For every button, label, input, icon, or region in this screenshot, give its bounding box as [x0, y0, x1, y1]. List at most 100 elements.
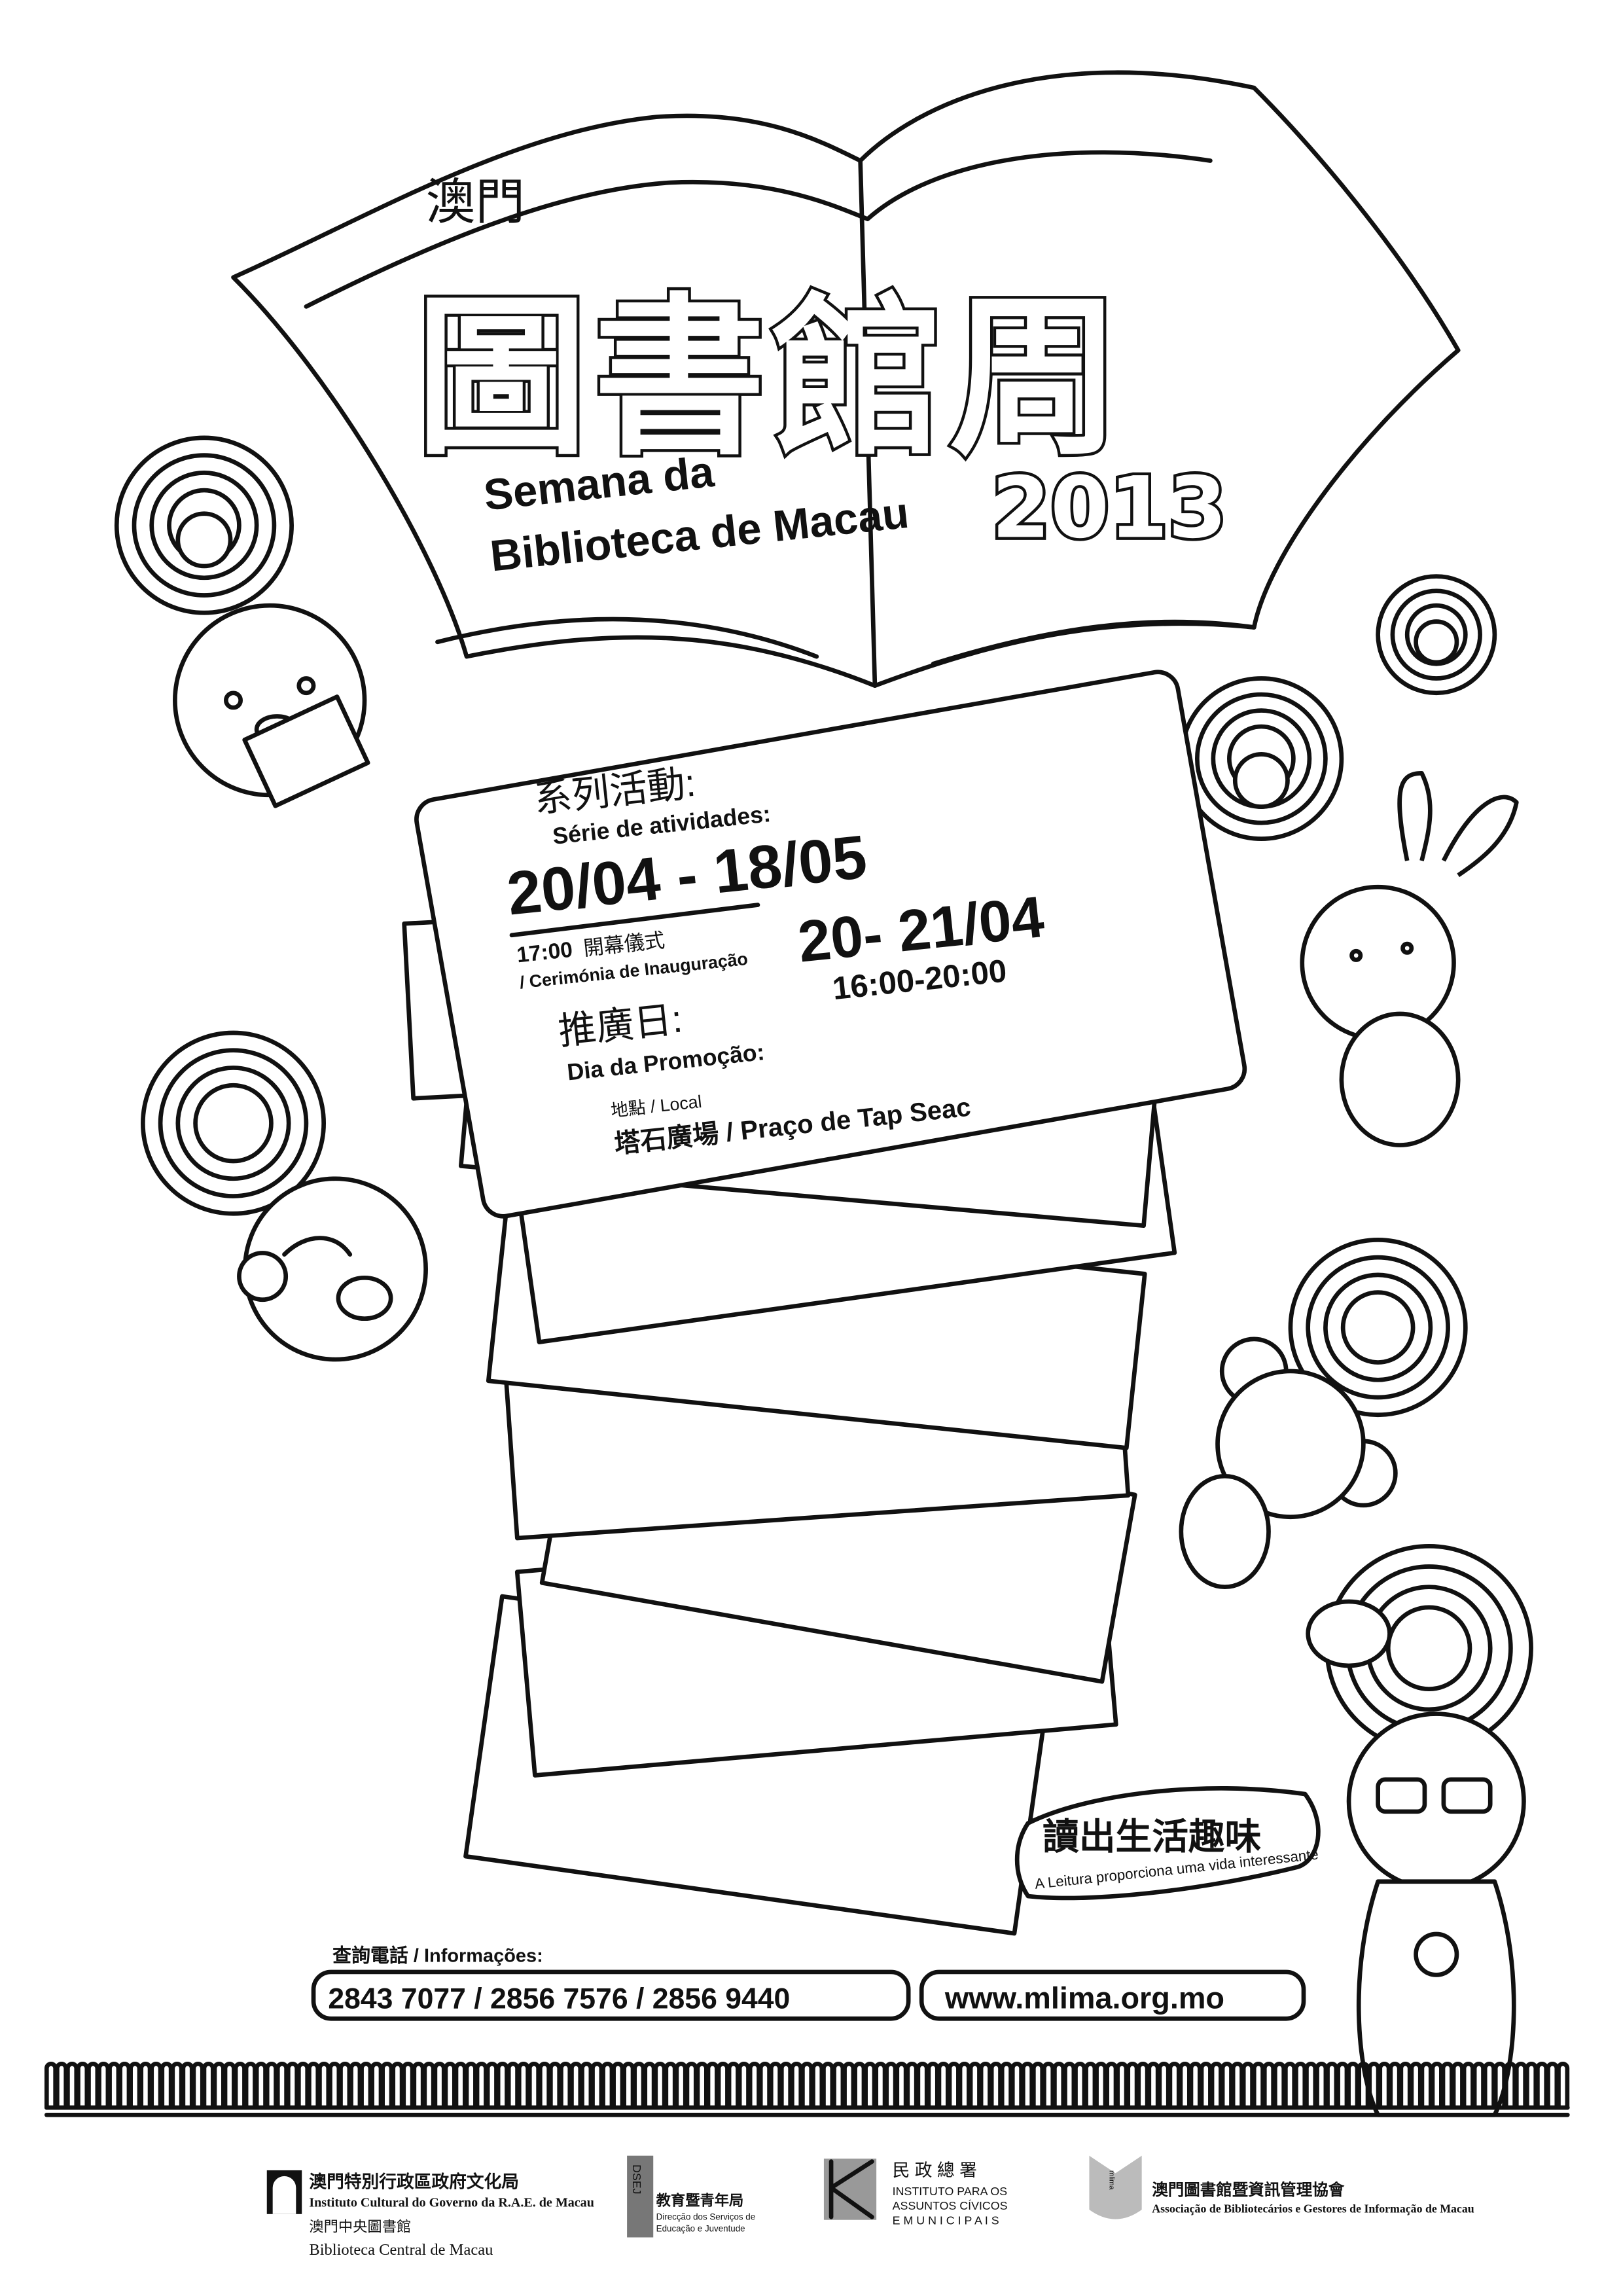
fence-post [412, 2061, 425, 2110]
info-card: 系列活動: Série de atividades: 20/04 - 18/05… [414, 670, 1247, 1219]
fence-post [622, 2061, 635, 2110]
open-book-illustration [231, 70, 1461, 689]
fence-post [632, 2061, 646, 2110]
fence-post [170, 2061, 184, 2110]
svg-text:ASSUNTOS CÍVICOS: ASSUNTOS CÍVICOS [893, 2199, 1008, 2212]
fence-post [338, 2061, 352, 2110]
fence-post [716, 2061, 730, 2110]
fence-post [264, 2061, 278, 2110]
fence-post [779, 2061, 793, 2110]
fence-post [380, 2061, 394, 2110]
fence-post [1126, 2061, 1139, 2110]
svg-text:Direcção dos Serviços de: Direcção dos Serviços de [656, 2212, 755, 2222]
fence-post [307, 2061, 321, 2110]
character-illustrations [173, 511, 1526, 2117]
fence-post [905, 2061, 919, 2110]
fence-post [768, 2061, 782, 2110]
fence-post [559, 2061, 573, 2110]
organizer-mlima: mlima 澳門圖書館暨資訊管理協會 Associação de Bibliot… [1089, 2155, 1474, 2219]
fence-post [107, 2061, 121, 2110]
fence-post [443, 2061, 457, 2110]
fence-post [1546, 2061, 1559, 2110]
svg-text:澳門圖書館暨資訊管理協會: 澳門圖書館暨資訊管理協會 [1152, 2180, 1344, 2199]
fence-post [181, 2061, 194, 2110]
fence-post [527, 2061, 541, 2110]
fence-post [842, 2061, 856, 2110]
organizer-dsej: DSEJ 教育暨青年局 Direcção dos Serviços de Edu… [627, 2155, 755, 2238]
fence-post [800, 2061, 814, 2110]
fence-post [1157, 2061, 1171, 2110]
year: 2013 [991, 459, 1227, 557]
fence-post [1283, 2061, 1297, 2110]
slogan: 讀出生活趣味 A Leitura proporciona uma vida in… [1014, 1786, 1321, 1901]
fence-post [1294, 2061, 1308, 2110]
opening-time: 17:00 [516, 938, 574, 968]
svg-text:mlima: mlima [1108, 2170, 1116, 2190]
svg-text:教育暨青年局: 教育暨青年局 [656, 2191, 744, 2208]
fence-post [1346, 2061, 1360, 2110]
fence-post [474, 2061, 488, 2110]
fence-post [1304, 2061, 1318, 2110]
fence-post [947, 2061, 961, 2110]
fence-post [1556, 2061, 1570, 2110]
website-link[interactable]: www.mlima.org.mo [944, 1981, 1224, 2015]
organizer-iacm: 民 政 總 署 INSTITUTO PARA OS ASSUNTOS CÍVIC… [823, 2159, 1008, 2227]
fence-post [275, 2061, 289, 2110]
fence-post [1272, 2061, 1287, 2110]
fence-post [391, 2061, 404, 2110]
fence-post [285, 2061, 300, 2110]
fence-post [118, 2061, 132, 2110]
svg-text:民 政 總 署: 民 政 總 署 [893, 2161, 977, 2180]
fence-post [643, 2061, 656, 2110]
fence-post [516, 2061, 530, 2110]
macau-label: 澳門 [426, 175, 526, 230]
slogan-cn: 讀出生活趣味 [1043, 1817, 1261, 1857]
fence-post [1220, 2061, 1234, 2110]
website-box [919, 1969, 1306, 2021]
contact-label: 查詢電話 / Informações: [332, 1945, 543, 1966]
title-cn: 圖書館周 [416, 279, 1127, 479]
fence-post [874, 2061, 887, 2110]
fence-post [1094, 2061, 1108, 2110]
fence-post [1315, 2061, 1328, 2110]
fence-post [506, 2061, 520, 2110]
phone-box [311, 1969, 911, 2021]
monkey-character [237, 1176, 428, 1362]
fence-post [695, 2061, 709, 2110]
fence-post [685, 2061, 698, 2110]
fence-post [1209, 2061, 1223, 2110]
fence-post [726, 2061, 740, 2110]
fence-post [401, 2061, 415, 2110]
svg-text:澳門特別行政區政府文化局: 澳門特別行政區政府文化局 [309, 2172, 519, 2192]
fence-post [359, 2061, 373, 2110]
fence-post [76, 2061, 90, 2110]
fence-post [1230, 2061, 1244, 2110]
fence-post [811, 2061, 825, 2110]
fence-post [653, 2061, 667, 2110]
fence-post [989, 2061, 1003, 2110]
fence-post [968, 2061, 982, 2110]
fence-post [1251, 2061, 1265, 2110]
fence-post [1136, 2061, 1150, 2110]
fence-post [790, 2061, 804, 2110]
fence-post [370, 2061, 383, 2110]
fence-post [1020, 2061, 1035, 2110]
fence-post [422, 2061, 436, 2110]
fence-post [1167, 2061, 1181, 2110]
fence-post [537, 2061, 552, 2110]
fence-post [1241, 2061, 1255, 2110]
bunny-character [1300, 771, 1519, 1147]
svg-text:Biblioteca Central de Macau: Biblioteca Central de Macau [309, 2241, 493, 2259]
fence-post [149, 2061, 163, 2110]
fence-post [1052, 2061, 1066, 2110]
svg-text:E M U N I C I P A I S: E M U N I C I P A I S [893, 2214, 999, 2227]
fence-post [1031, 2061, 1045, 2110]
svg-text:INSTITUTO PARA OS: INSTITUTO PARA OS [893, 2185, 1008, 2198]
fence-post [44, 2061, 58, 2110]
fence-post [884, 2061, 898, 2110]
fence-post [664, 2061, 677, 2110]
fence-post [916, 2061, 929, 2110]
pig-character [173, 603, 370, 808]
fence-post [853, 2061, 866, 2110]
fence-post [548, 2061, 562, 2110]
